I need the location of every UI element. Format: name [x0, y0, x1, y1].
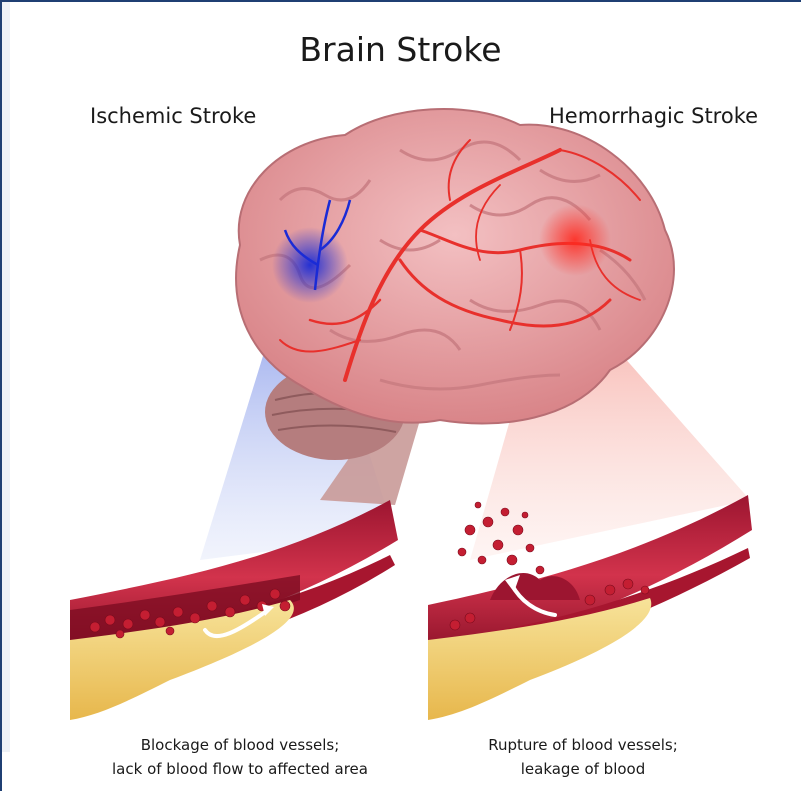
hemorrhagic-caption: Rupture of blood vessels; leakage of blo…	[458, 733, 708, 781]
ischemic-blockage-glow	[272, 227, 348, 303]
hemorrhagic-caption-line-2: leakage of blood	[458, 757, 708, 781]
hemorrhage-glow	[539, 204, 611, 276]
hemorrhagic-caption-line-1: Rupture of blood vessels;	[458, 733, 708, 757]
ischemic-caption: Blockage of blood vessels; lack of blood…	[90, 733, 390, 781]
ischemic-caption-line-1: Blockage of blood vessels;	[90, 733, 390, 757]
ischemic-caption-line-2: lack of blood flow to affected area	[90, 757, 390, 781]
